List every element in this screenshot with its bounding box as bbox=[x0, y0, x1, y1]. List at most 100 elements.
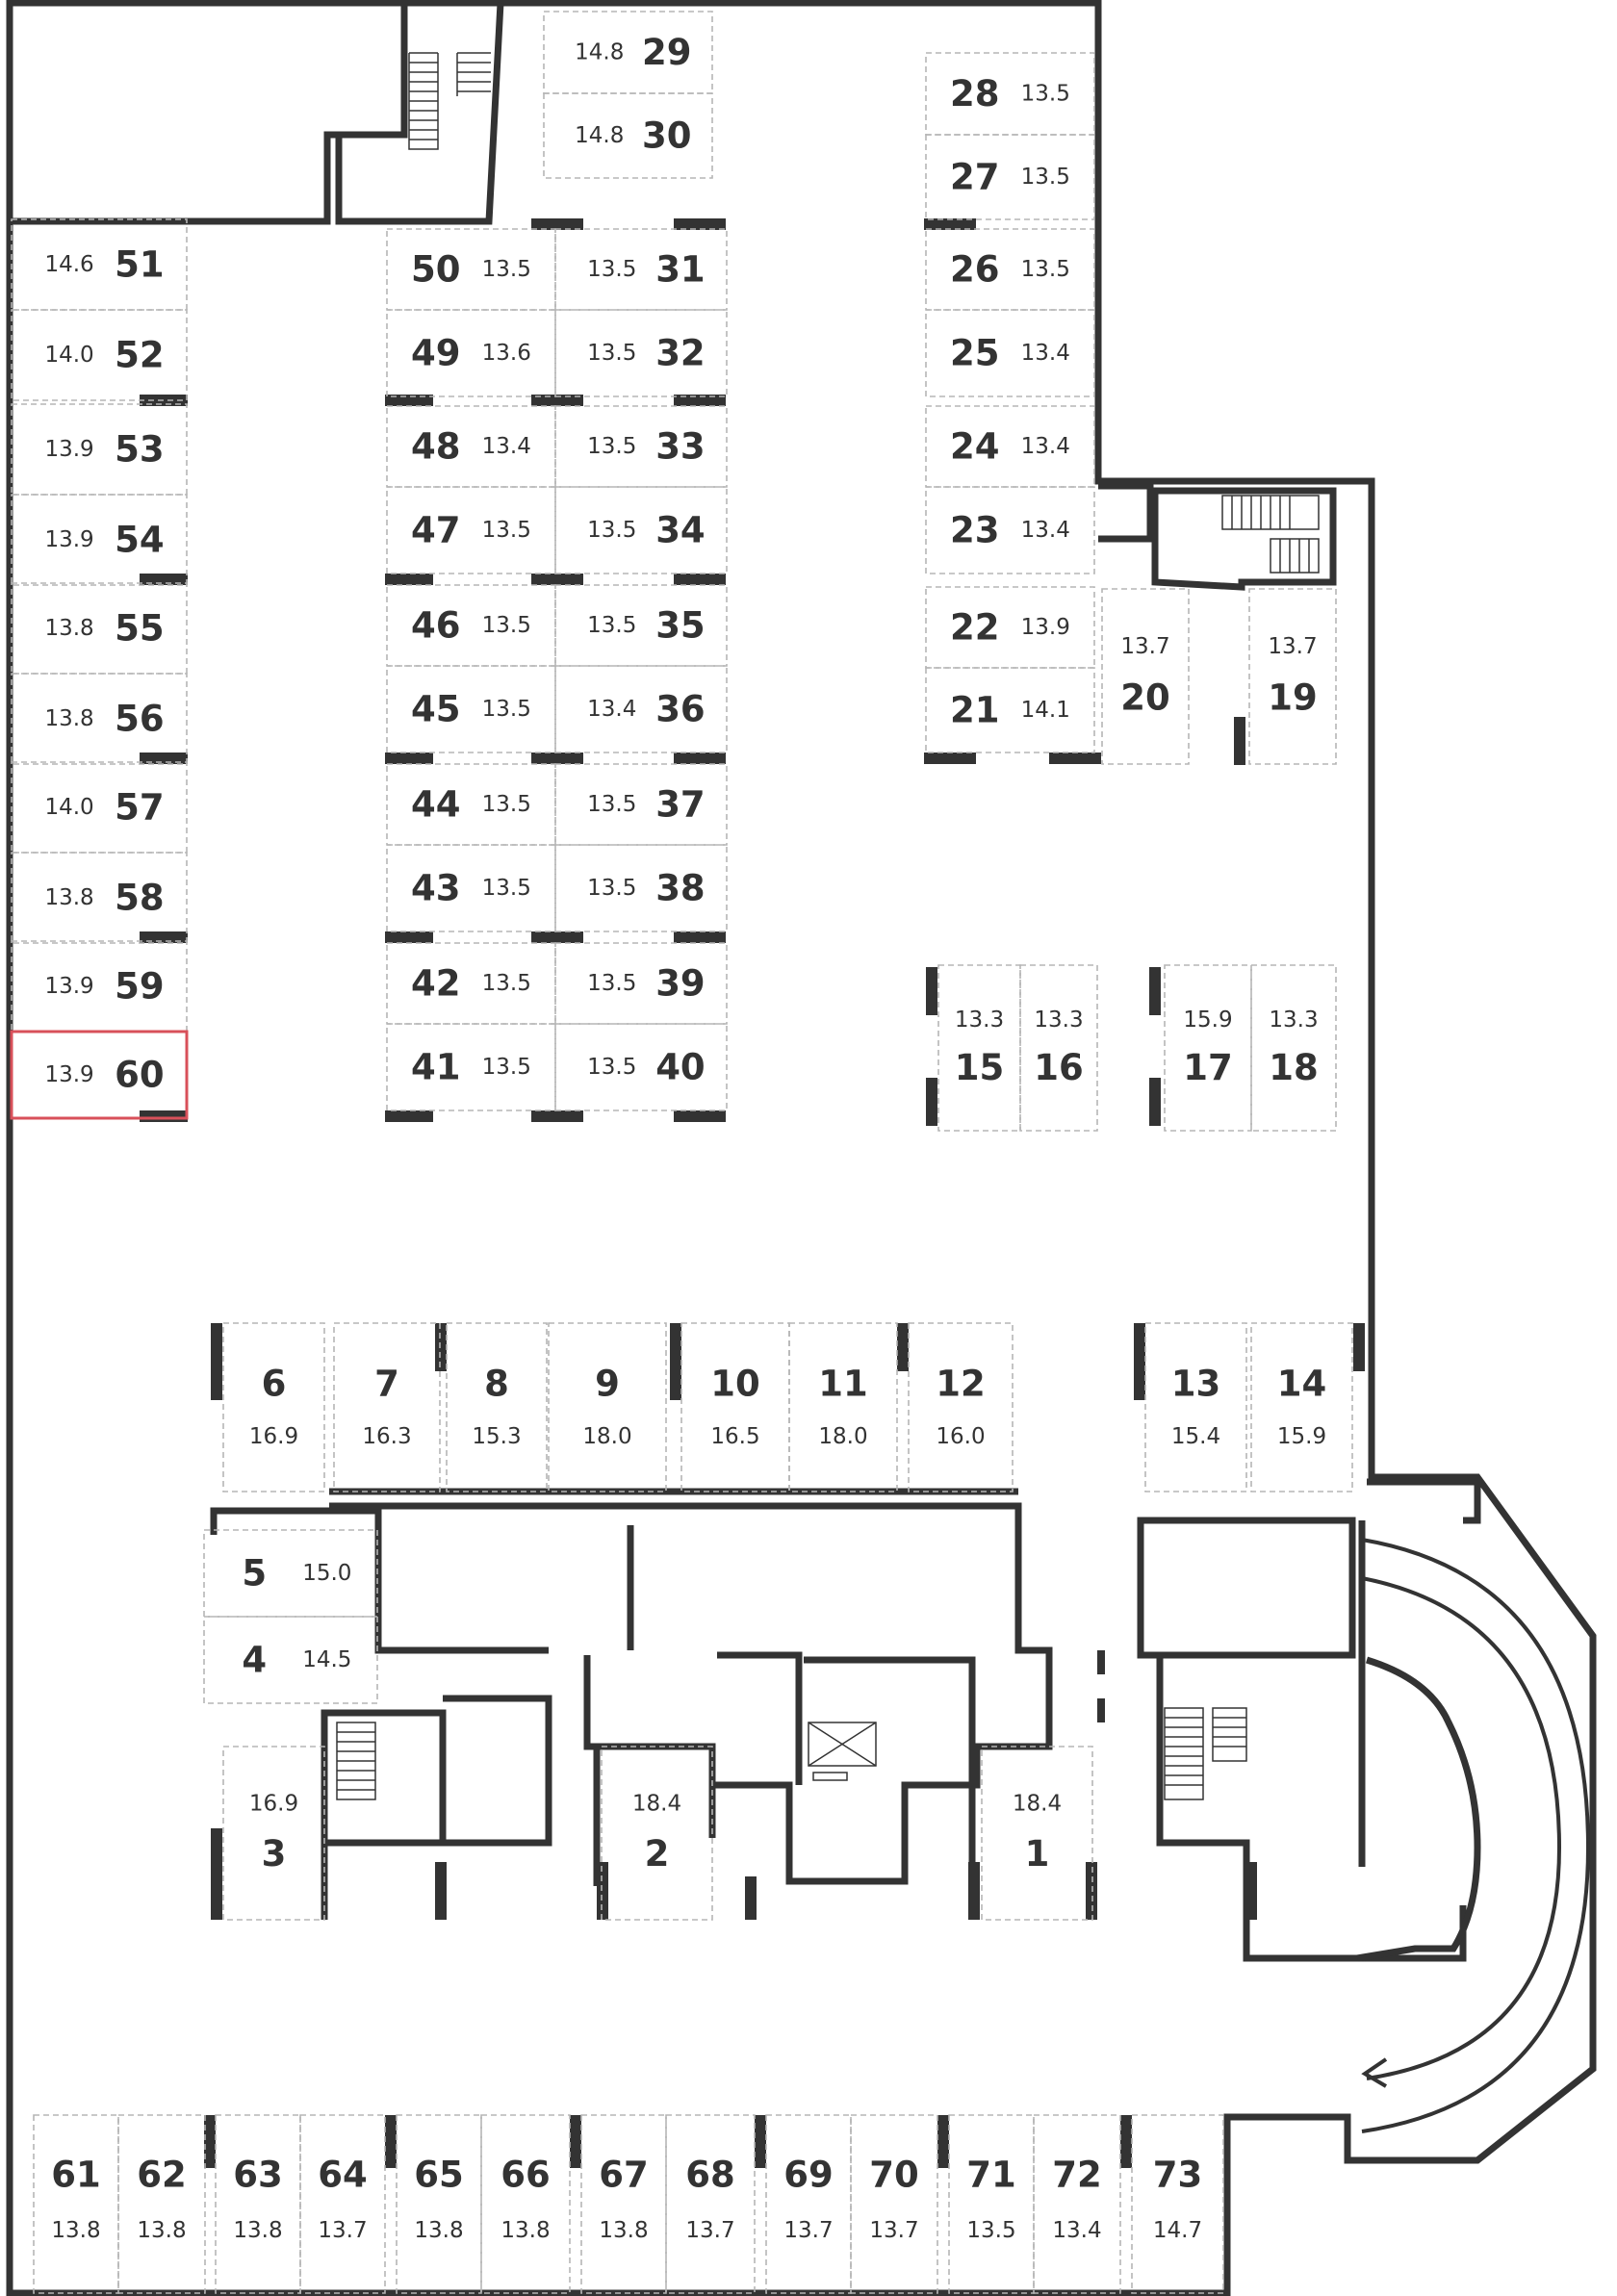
parking-space-31[interactable] bbox=[554, 228, 728, 311]
parking-space-33[interactable] bbox=[554, 405, 728, 488]
parking-space-5[interactable] bbox=[203, 1529, 378, 1618]
columns bbox=[140, 218, 1365, 2168]
parking-space-19[interactable] bbox=[1248, 588, 1337, 765]
parking-space-58[interactable] bbox=[11, 852, 188, 944]
parking-space-66[interactable] bbox=[480, 2114, 571, 2294]
parking-space-68[interactable] bbox=[665, 2114, 756, 2294]
parking-space-52[interactable] bbox=[11, 309, 188, 401]
space-area-25: 13.4 bbox=[1021, 341, 1070, 366]
parking-space-25[interactable] bbox=[925, 309, 1095, 397]
parking-space-22[interactable] bbox=[925, 586, 1095, 669]
parking-space-24[interactable] bbox=[925, 405, 1095, 488]
parking-space-42[interactable] bbox=[386, 942, 556, 1025]
space-number-67: 67 bbox=[599, 2155, 649, 2196]
space-area-14: 15.9 bbox=[1277, 1424, 1326, 1449]
parking-space-11[interactable] bbox=[788, 1322, 898, 1492]
right-stair-wall bbox=[1156, 1655, 1467, 1962]
parking-space-63[interactable] bbox=[215, 2114, 301, 2294]
left-stair-wall bbox=[321, 1709, 447, 1920]
parking-space-45[interactable] bbox=[386, 665, 556, 753]
space-number-6: 6 bbox=[262, 1364, 287, 1405]
parking-space-1[interactable] bbox=[981, 1746, 1093, 1921]
space-area-67: 13.8 bbox=[599, 2218, 648, 2243]
space-number-27: 27 bbox=[950, 157, 1000, 198]
parking-space-44[interactable] bbox=[386, 763, 556, 846]
space-area-59: 13.9 bbox=[44, 974, 93, 999]
parking-space-2[interactable] bbox=[601, 1746, 713, 1921]
parking-space-10[interactable] bbox=[680, 1322, 790, 1492]
parking-space-26[interactable] bbox=[925, 228, 1095, 311]
parking-space-39[interactable] bbox=[554, 942, 728, 1025]
parking-space-14[interactable] bbox=[1250, 1322, 1353, 1492]
stair-right-wall bbox=[1098, 482, 1154, 543]
parking-space-35[interactable] bbox=[554, 584, 728, 667]
space-area-23: 13.4 bbox=[1021, 518, 1070, 543]
parking-space-61[interactable] bbox=[33, 2114, 119, 2294]
parking-space-73[interactable] bbox=[1131, 2114, 1224, 2294]
space-area-71: 13.5 bbox=[966, 2218, 1015, 2243]
parking-space-48[interactable] bbox=[386, 405, 556, 488]
parking-space-65[interactable] bbox=[396, 2114, 482, 2294]
parking-space-71[interactable] bbox=[948, 2114, 1035, 2294]
parking-space-3[interactable] bbox=[222, 1746, 325, 1921]
parking-space-62[interactable] bbox=[117, 2114, 206, 2294]
parking-space-9[interactable] bbox=[548, 1322, 667, 1492]
ramp-track-outer bbox=[1361, 1538, 1591, 2133]
space-number-59: 59 bbox=[115, 966, 165, 1008]
parking-space-37[interactable] bbox=[554, 763, 728, 846]
parking-spaces bbox=[10, 11, 1353, 2294]
parking-space-50[interactable] bbox=[386, 228, 556, 311]
parking-space-55[interactable] bbox=[11, 582, 188, 675]
parking-space-27[interactable] bbox=[925, 134, 1095, 220]
space-area-31: 13.5 bbox=[587, 257, 636, 282]
parking-space-67[interactable] bbox=[580, 2114, 667, 2294]
parking-space-57[interactable] bbox=[11, 761, 188, 854]
parking-space-13[interactable] bbox=[1144, 1322, 1247, 1492]
parking-space-47[interactable] bbox=[386, 486, 556, 574]
space-number-8: 8 bbox=[484, 1364, 509, 1405]
space-area-15: 13.3 bbox=[955, 1008, 1004, 1033]
parking-space-46[interactable] bbox=[386, 584, 556, 667]
parking-space-23[interactable] bbox=[925, 486, 1095, 574]
parking-space-54[interactable] bbox=[11, 494, 188, 586]
space-number-72: 72 bbox=[1052, 2155, 1102, 2196]
parking-space-12[interactable] bbox=[908, 1322, 1014, 1492]
parking-space-72[interactable] bbox=[1033, 2114, 1121, 2294]
parking-space-60[interactable] bbox=[10, 1030, 189, 1120]
parking-space-8[interactable] bbox=[446, 1322, 548, 1492]
space-area-45: 13.5 bbox=[482, 697, 531, 722]
space-area-51: 14.6 bbox=[44, 252, 93, 277]
parking-space-49[interactable] bbox=[386, 309, 556, 397]
space-number-23: 23 bbox=[950, 510, 1000, 551]
space-area-34: 13.5 bbox=[587, 518, 636, 543]
parking-space-16[interactable] bbox=[1019, 964, 1098, 1132]
space-number-60: 60 bbox=[115, 1055, 165, 1096]
parking-space-53[interactable] bbox=[11, 403, 188, 496]
parking-space-69[interactable] bbox=[765, 2114, 852, 2294]
space-area-43: 13.5 bbox=[482, 876, 531, 901]
space-number-13: 13 bbox=[1171, 1364, 1221, 1405]
parking-space-70[interactable] bbox=[850, 2114, 938, 2294]
parking-space-6[interactable] bbox=[222, 1322, 325, 1492]
parking-space-41[interactable] bbox=[386, 1023, 556, 1111]
space-area-8: 15.3 bbox=[472, 1424, 521, 1449]
parking-space-64[interactable] bbox=[299, 2114, 386, 2294]
ramp-track-inner bbox=[1361, 1576, 1562, 2080]
space-number-64: 64 bbox=[318, 2155, 368, 2196]
parking-space-56[interactable] bbox=[11, 673, 188, 765]
parking-space-21[interactable] bbox=[925, 667, 1095, 753]
space-number-4: 4 bbox=[242, 1640, 267, 1681]
walls bbox=[6, 0, 1597, 2296]
parking-space-18[interactable] bbox=[1250, 964, 1337, 1132]
parking-space-51[interactable] bbox=[11, 218, 188, 311]
space-number-16: 16 bbox=[1034, 1047, 1084, 1088]
parking-space-30[interactable] bbox=[543, 92, 713, 179]
parking-space-7[interactable] bbox=[333, 1322, 441, 1492]
parking-space-20[interactable] bbox=[1101, 588, 1190, 765]
space-area-9: 18.0 bbox=[582, 1424, 631, 1449]
parking-space-59[interactable] bbox=[11, 940, 188, 1033]
space-area-54: 13.9 bbox=[44, 527, 93, 552]
parking-space-15[interactable] bbox=[937, 964, 1021, 1132]
parking-space-43[interactable] bbox=[386, 844, 556, 932]
space-number-28: 28 bbox=[950, 73, 1000, 115]
